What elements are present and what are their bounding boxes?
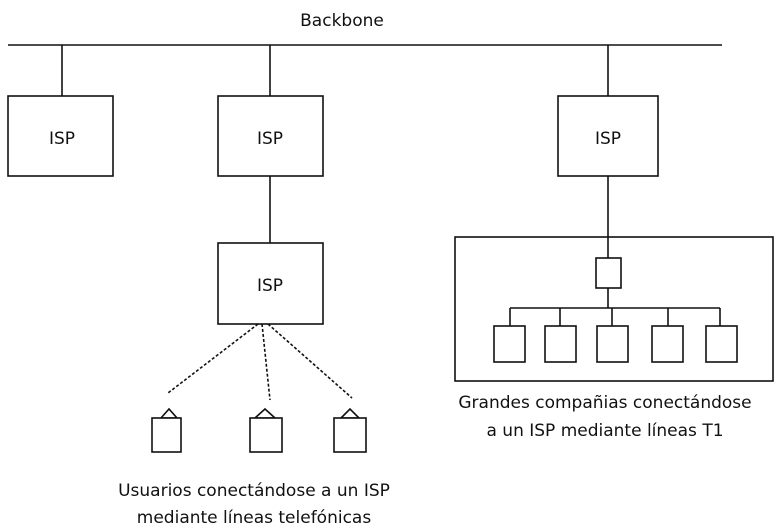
isp-label-4: ISP [257, 276, 283, 296]
company-host [493, 325, 526, 363]
user-computer-icon [249, 407, 283, 453]
users-caption-line-1: Usuarios conectándose a un ISP [118, 481, 390, 501]
company-host [544, 325, 577, 363]
isp-label-3: ISP [595, 129, 621, 149]
phone-line-2 [261, 323, 271, 401]
isp-box-3 [557, 95, 659, 177]
phone-line-1 [167, 323, 259, 394]
company-host [596, 325, 629, 363]
phone-line-3 [267, 323, 353, 399]
company-host [705, 325, 738, 363]
companies-caption-line-1: Grandes compañias conectándose [458, 393, 751, 413]
backbone-label: Backbone [300, 11, 384, 31]
company-router [595, 257, 622, 289]
isp-box-1 [7, 95, 114, 177]
user-computer-icon [333, 407, 367, 453]
company-host [651, 325, 684, 363]
user-computer-icon [151, 407, 182, 453]
isp-box-4 [217, 242, 324, 325]
isp-label-1: ISP [49, 129, 75, 149]
isp-label-2: ISP [257, 129, 283, 149]
users-caption-line-2: mediante líneas telefónicas [137, 508, 372, 528]
companies-caption-line-2: a un ISP mediante líneas T1 [486, 421, 723, 441]
